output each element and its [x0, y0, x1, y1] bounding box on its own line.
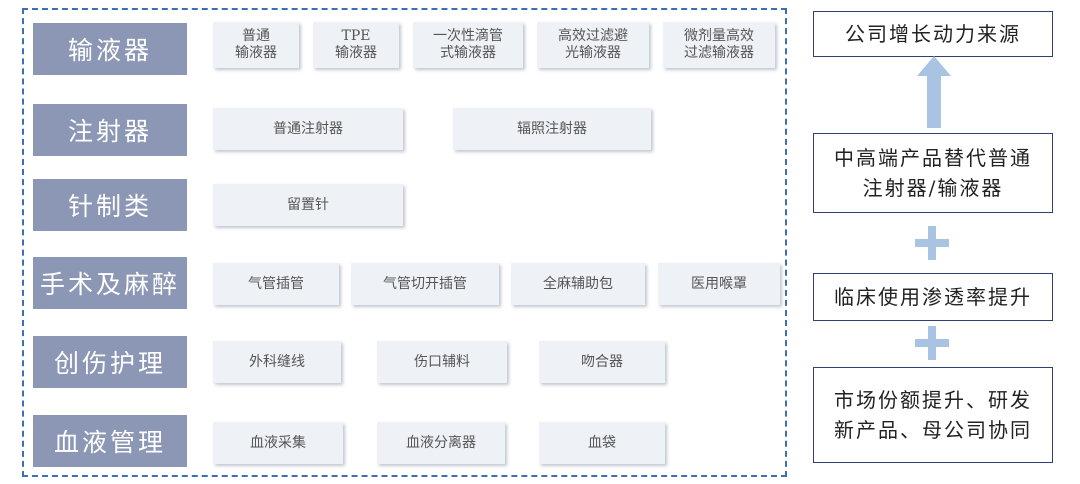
item-blood-separator: 血液分离器 — [377, 422, 505, 464]
growth-title-box: 公司增长动力来源 — [813, 11, 1053, 57]
item-disposable-drip-infusion-set: 一次性滴管 式输液器 — [413, 22, 523, 68]
item-surgical-suture: 外科缝线 — [213, 341, 341, 383]
item-wound-dressing: 伤口辅料 — [377, 341, 507, 383]
category-syringe: 注射器 — [33, 104, 187, 156]
plus-icon — [915, 326, 949, 360]
item-general-anesthesia-kit: 全麻辅助包 — [511, 263, 645, 305]
item-irradiated-syringe: 辐照注射器 — [453, 108, 651, 150]
item-micro-dose-filter-infusion-set: 微剂量高效 过滤输液器 — [663, 22, 775, 68]
item-indwelling-needle: 留置针 — [213, 184, 403, 226]
category-blood-management: 血液管理 — [33, 415, 187, 467]
item-ordinary-syringe: 普通注射器 — [213, 108, 403, 150]
driver-market-share-box: 市场份额提升、研发 新产品、母公司协同 — [813, 367, 1053, 463]
driver-clinical-penetration-box: 临床使用渗透率提升 — [813, 273, 1053, 321]
category-needle: 针制类 — [33, 179, 187, 231]
category-infusion-set: 输液器 — [33, 23, 187, 75]
item-blood-collection: 血液采集 — [213, 422, 343, 464]
product-frame — [22, 8, 787, 477]
item-high-efficiency-filter-lightproof-infusion-set: 高效过滤避 光输液器 — [537, 22, 649, 68]
plus-icon — [915, 226, 949, 260]
item-blood-bag: 血袋 — [539, 422, 665, 464]
item-tpe-infusion-set: TPE 输液器 — [313, 22, 399, 68]
item-tracheotomy-intubation: 气管切开插管 — [351, 263, 499, 305]
category-wound-care: 创伤护理 — [33, 336, 187, 388]
item-laryngeal-mask: 医用喉罩 — [658, 263, 780, 305]
driver-high-end-substitution-box: 中高端产品替代普通 注射器/输液器 — [813, 133, 1053, 213]
category-surgery-anesthesia: 手术及麻醉 — [33, 257, 187, 309]
up-arrow-icon — [917, 56, 951, 128]
item-stapler: 吻合器 — [539, 341, 665, 383]
item-tracheal-intubation: 气管插管 — [213, 263, 339, 305]
item-ordinary-infusion-set: 普通 输液器 — [213, 22, 299, 68]
